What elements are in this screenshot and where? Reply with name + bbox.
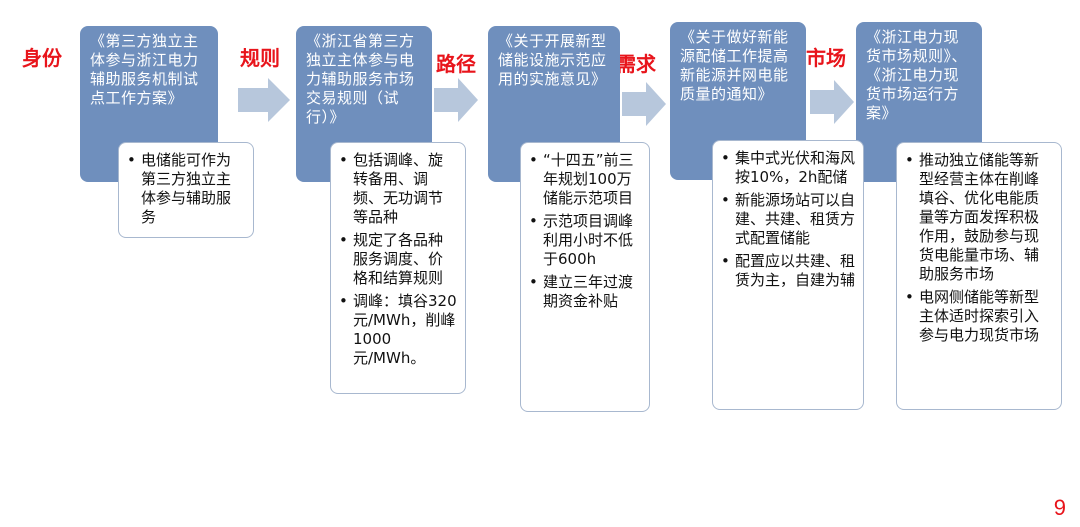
list-item: 规定了各品种服务调度、价格和结算规则	[339, 231, 457, 288]
label-demand: 需求	[616, 52, 656, 76]
label-path: 路径	[436, 52, 476, 76]
list-item: 包括调峰、旋转备用、调频、无功调节等品种	[339, 151, 457, 227]
flow-arrow-1	[238, 78, 290, 122]
detail-box-2: 包括调峰、旋转备用、调频、无功调节等品种 规定了各品种服务调度、价格和结算规则 …	[330, 142, 466, 394]
list-item: 建立三年过渡期资金补贴	[529, 273, 641, 311]
label-rules: 规则	[240, 46, 280, 70]
list-item: 新能源场站可以自建、共建、租赁方式配置储能	[721, 191, 855, 248]
list-item: 集中式光伏和海风按10%，2h配储	[721, 149, 855, 187]
document-title: 《浙江省第三方独立主体参与电力辅助服务市场交易规则（试行）》	[306, 32, 415, 126]
detail-box-4: 集中式光伏和海风按10%，2h配储 新能源场站可以自建、共建、租赁方式配置储能 …	[712, 140, 864, 410]
flow-arrow-2	[434, 78, 478, 122]
document-title: 《关于开展新型储能设施示范应用的实施意见》	[498, 32, 607, 88]
detail-box-5: 推动独立储能等新型经营主体在削峰填谷、优化电能质量等方面发挥积极作用，鼓励参与现…	[896, 142, 1062, 410]
list-item: 电储能可作为第三方独立主体参与辅助服务	[127, 151, 245, 227]
list-item: 调峰：填谷320元/MWh，削峰1000元/MWh。	[339, 292, 457, 368]
document-title: 《浙江电力现货市场规则》、《浙江电力现货市场运行方案》	[866, 28, 968, 122]
list-item: 电网侧储能等新型主体适时探索引入参与电力现货市场	[905, 288, 1053, 345]
label-market: 市场	[806, 46, 846, 70]
document-title: 《关于做好新能源配储工作提高新能源并网电能质量的通知》	[680, 28, 789, 103]
list-item: 示范项目调峰利用小时不低于600h	[529, 212, 641, 269]
detail-box-3: “十四五”前三年规划100万储能示范项目 示范项目调峰利用小时不低于600h 建…	[520, 142, 650, 412]
document-box-5: 《浙江电力现货市场规则》、《浙江电力现货市场运行方案》	[856, 22, 982, 182]
document-title: 《第三方独立主体参与浙江电力辅助服务机制试点工作方案》	[90, 32, 199, 107]
list-item: 配置应以共建、租赁为主，自建为辅	[721, 252, 855, 290]
detail-box-1: 电储能可作为第三方独立主体参与辅助服务	[118, 142, 254, 238]
flow-arrow-4	[810, 80, 854, 124]
flow-arrow-3	[622, 82, 666, 126]
list-item: 推动独立储能等新型经营主体在削峰填谷、优化电能质量等方面发挥积极作用，鼓励参与现…	[905, 151, 1053, 284]
list-item: “十四五”前三年规划100万储能示范项目	[529, 151, 641, 208]
page-number: 9	[1053, 495, 1066, 520]
label-identity: 身份	[22, 46, 62, 70]
